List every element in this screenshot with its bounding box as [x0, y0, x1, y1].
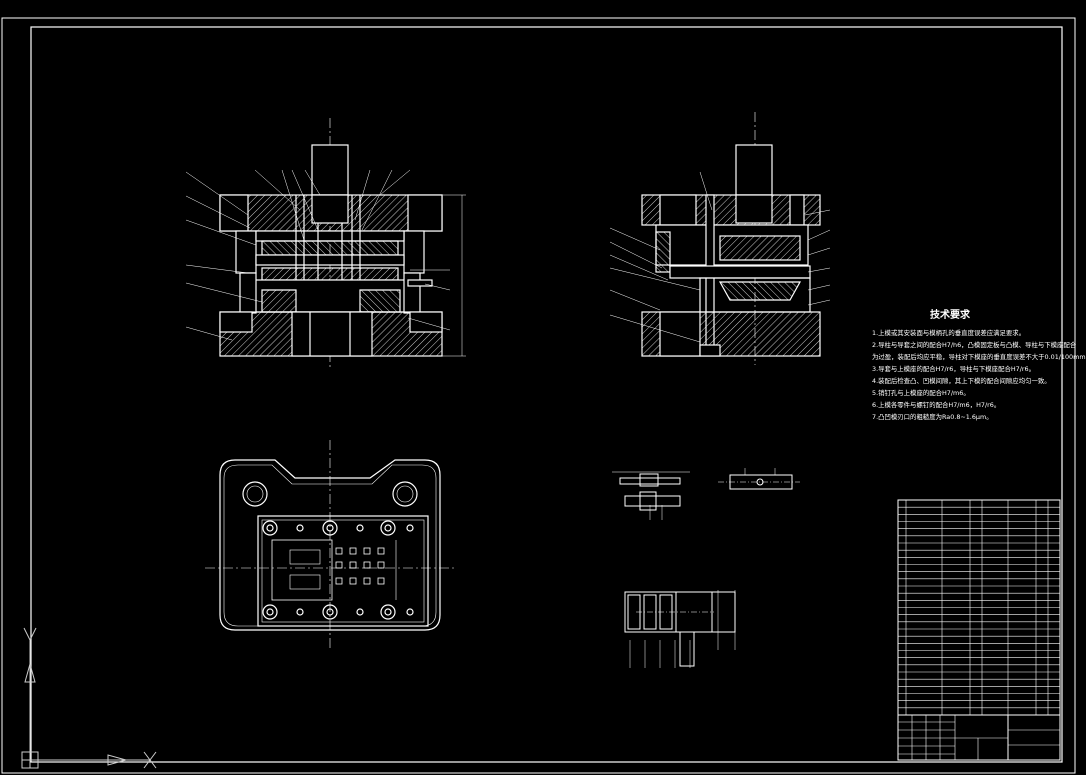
- technical-requirements-title: 技术要求: [930, 310, 970, 321]
- tech-requirement-5: 5.销钉孔与上模座的配合H7/m6。: [872, 389, 970, 397]
- tech-requirement-2-cont: 为过盈，装配后均应平稳，导柱对下模座的垂直度误差不大于0.01/100mm: [872, 353, 1086, 361]
- tech-requirement-2: 2.导柱与导套之间的配合H7/h6，凸模固定板与凸模、导柱与下模座配合: [872, 341, 1077, 349]
- plan-pierce-pattern: [335, 547, 385, 585]
- title-block[interactable]: [898, 714, 1060, 760]
- tech-requirement-4: 4.装配后检查凸、凹模间隙，其上下模的配合间隙应均匀一致。: [872, 377, 1051, 385]
- bill-of-materials-table[interactable]: [897, 499, 1061, 761]
- drawing-frame: [1, 17, 1076, 774]
- part-drawing-workpiece[interactable]: [612, 471, 690, 520]
- tech-requirement-1: 1.上模或其安装面与模柄孔的垂直度误差应满足要求。: [872, 329, 1026, 337]
- ucs-axis-icon: [21, 627, 157, 769]
- tech-requirement-6: 6.上模各零件与螺钉的配合H7/m6，H7/r6。: [872, 401, 1001, 409]
- plan-view[interactable]: [205, 440, 455, 650]
- plan-bolt-holes: [262, 520, 414, 620]
- tech-requirement-3: 3.导套与上模座的配合H7/r6，导柱与下模座配合H7/r6。: [872, 365, 1035, 373]
- strip-layout-drawing[interactable]: [624, 590, 736, 668]
- part-drawing-blank[interactable]: [718, 468, 800, 490]
- tech-requirement-7: 7.凸凹模刃口的粗糙度为Ra0.8~1.6μm。: [872, 413, 993, 421]
- side-section-view[interactable]: [609, 112, 831, 365]
- front-section-view[interactable]: [185, 118, 466, 370]
